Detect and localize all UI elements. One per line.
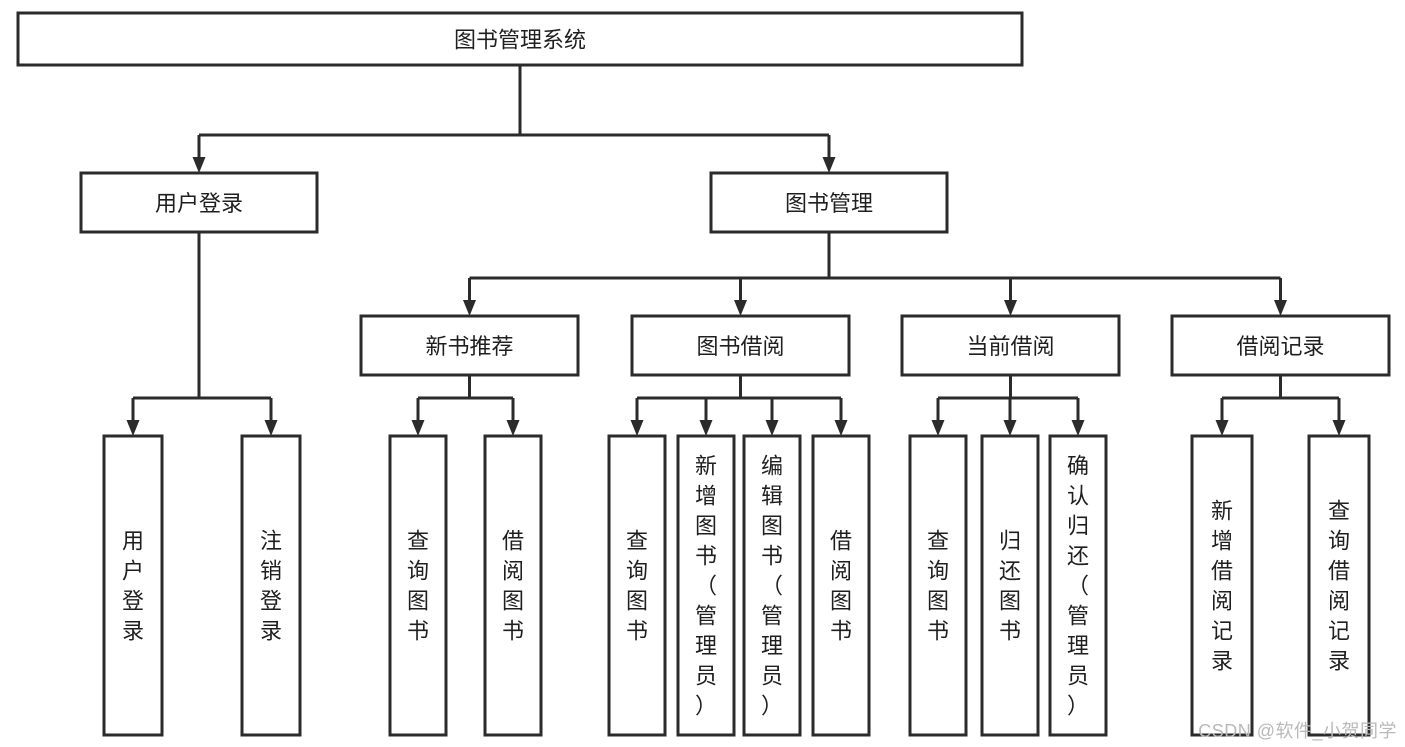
node-label: 用户登录 — [122, 528, 144, 643]
node-label: 当前借阅 — [966, 334, 1054, 359]
node-leaf-leaf-add-book[interactable]: 新增图书（管理员） — [676, 434, 736, 737]
node-box[interactable] — [630, 314, 851, 377]
arrow-head-icon — [1332, 420, 1346, 436]
node-level3-current-borrow[interactable]: 当前借阅 — [900, 314, 1121, 377]
edges-layer — [126, 65, 1346, 436]
node-box[interactable] — [908, 434, 968, 737]
node-label: 新增借阅记录 — [1211, 498, 1233, 673]
node-label: 新增图书（管理员） — [695, 453, 717, 718]
arrow-head-icon — [1274, 300, 1287, 316]
arrow-head-icon — [1215, 420, 1229, 436]
arrow-head-icon — [630, 420, 644, 436]
node-box[interactable] — [16, 11, 1024, 67]
node-box[interactable] — [483, 434, 543, 737]
node-label: 借阅图书 — [830, 528, 852, 643]
arrow-head-icon — [411, 420, 425, 436]
arrow-head-icon — [264, 420, 278, 436]
node-label: 图书借阅 — [696, 334, 784, 359]
node-root[interactable]: 图书管理系统 — [16, 11, 1024, 67]
node-label: 查询图书 — [407, 528, 429, 643]
node-box[interactable] — [980, 434, 1040, 737]
node-label: 用户登录 — [155, 191, 243, 216]
node-level3-new-book-rec[interactable]: 新书推荐 — [359, 314, 580, 377]
node-box[interactable] — [102, 434, 164, 737]
node-box[interactable] — [1170, 314, 1391, 377]
node-label: 注销登录 — [260, 528, 282, 643]
node-label: 确认归还（管理员） — [1067, 453, 1089, 718]
node-leaf-leaf-query-book-3[interactable]: 查询图书 — [908, 434, 968, 737]
node-leaf-leaf-query-book-1[interactable]: 查询图书 — [388, 434, 448, 737]
nodes-layer: 图书管理系统用户登录图书管理新书推荐图书借阅当前借阅借阅记录用户登录注销登录查询… — [16, 11, 1391, 737]
arrow-head-icon — [463, 300, 476, 316]
node-leaf-leaf-borrow-book-2[interactable]: 借阅图书 — [811, 434, 871, 737]
node-leaf-leaf-logout[interactable]: 注销登录 — [240, 434, 302, 737]
arrow-head-icon — [931, 420, 945, 436]
node-box[interactable] — [1048, 434, 1108, 737]
node-level2-user-login[interactable]: 用户登录 — [79, 171, 319, 234]
node-label: 查询借阅记录 — [1328, 498, 1350, 673]
node-leaf-leaf-add-record[interactable]: 新增借阅记录 — [1190, 434, 1254, 737]
arrow-head-icon — [126, 420, 140, 436]
node-label: 编辑图书（管理员） — [761, 453, 783, 718]
node-box[interactable] — [1307, 434, 1371, 737]
arrow-head-icon — [699, 420, 713, 436]
node-label: 查询图书 — [626, 528, 648, 643]
node-leaf-leaf-return-book[interactable]: 归还图书 — [980, 434, 1040, 737]
node-label: 图书管理系统 — [454, 28, 586, 53]
node-level3-book-borrow[interactable]: 图书借阅 — [630, 314, 851, 377]
arrow-head-icon — [765, 420, 779, 436]
arrow-head-icon — [192, 157, 206, 173]
node-box[interactable] — [388, 434, 448, 737]
node-box[interactable] — [742, 434, 802, 737]
node-label: 归还图书 — [999, 528, 1021, 643]
node-label: 图书管理 — [785, 191, 873, 216]
node-box[interactable] — [900, 314, 1121, 377]
node-label: 借阅图书 — [502, 528, 524, 643]
arrow-head-icon — [1003, 420, 1017, 436]
node-box[interactable] — [240, 434, 302, 737]
node-level3-borrow-record[interactable]: 借阅记录 — [1170, 314, 1391, 377]
node-leaf-leaf-query-book-2[interactable]: 查询图书 — [607, 434, 667, 737]
node-leaf-leaf-borrow-book-1[interactable]: 借阅图书 — [483, 434, 543, 737]
node-leaf-leaf-query-record[interactable]: 查询借阅记录 — [1307, 434, 1371, 737]
node-box[interactable] — [811, 434, 871, 737]
node-label: 新书推荐 — [425, 334, 513, 359]
arrow-head-icon — [734, 300, 747, 316]
node-label: 查询图书 — [927, 528, 949, 643]
node-leaf-leaf-edit-book[interactable]: 编辑图书（管理员） — [742, 434, 802, 737]
node-box[interactable] — [79, 171, 319, 234]
arrow-head-icon — [1071, 420, 1085, 436]
node-level2-book-manage[interactable]: 图书管理 — [709, 171, 949, 234]
node-label: 借阅记录 — [1236, 334, 1324, 359]
arrow-head-icon — [822, 157, 836, 173]
arrow-head-icon — [1004, 300, 1017, 316]
node-box[interactable] — [607, 434, 667, 737]
arrow-head-icon — [506, 420, 520, 436]
node-box[interactable] — [359, 314, 580, 377]
node-leaf-leaf-user-login[interactable]: 用户登录 — [102, 434, 164, 737]
arrow-head-icon — [834, 420, 848, 436]
node-box[interactable] — [676, 434, 736, 737]
node-leaf-leaf-confirm-return[interactable]: 确认归还（管理员） — [1048, 434, 1108, 737]
node-box[interactable] — [709, 171, 949, 234]
node-box[interactable] — [1190, 434, 1254, 737]
